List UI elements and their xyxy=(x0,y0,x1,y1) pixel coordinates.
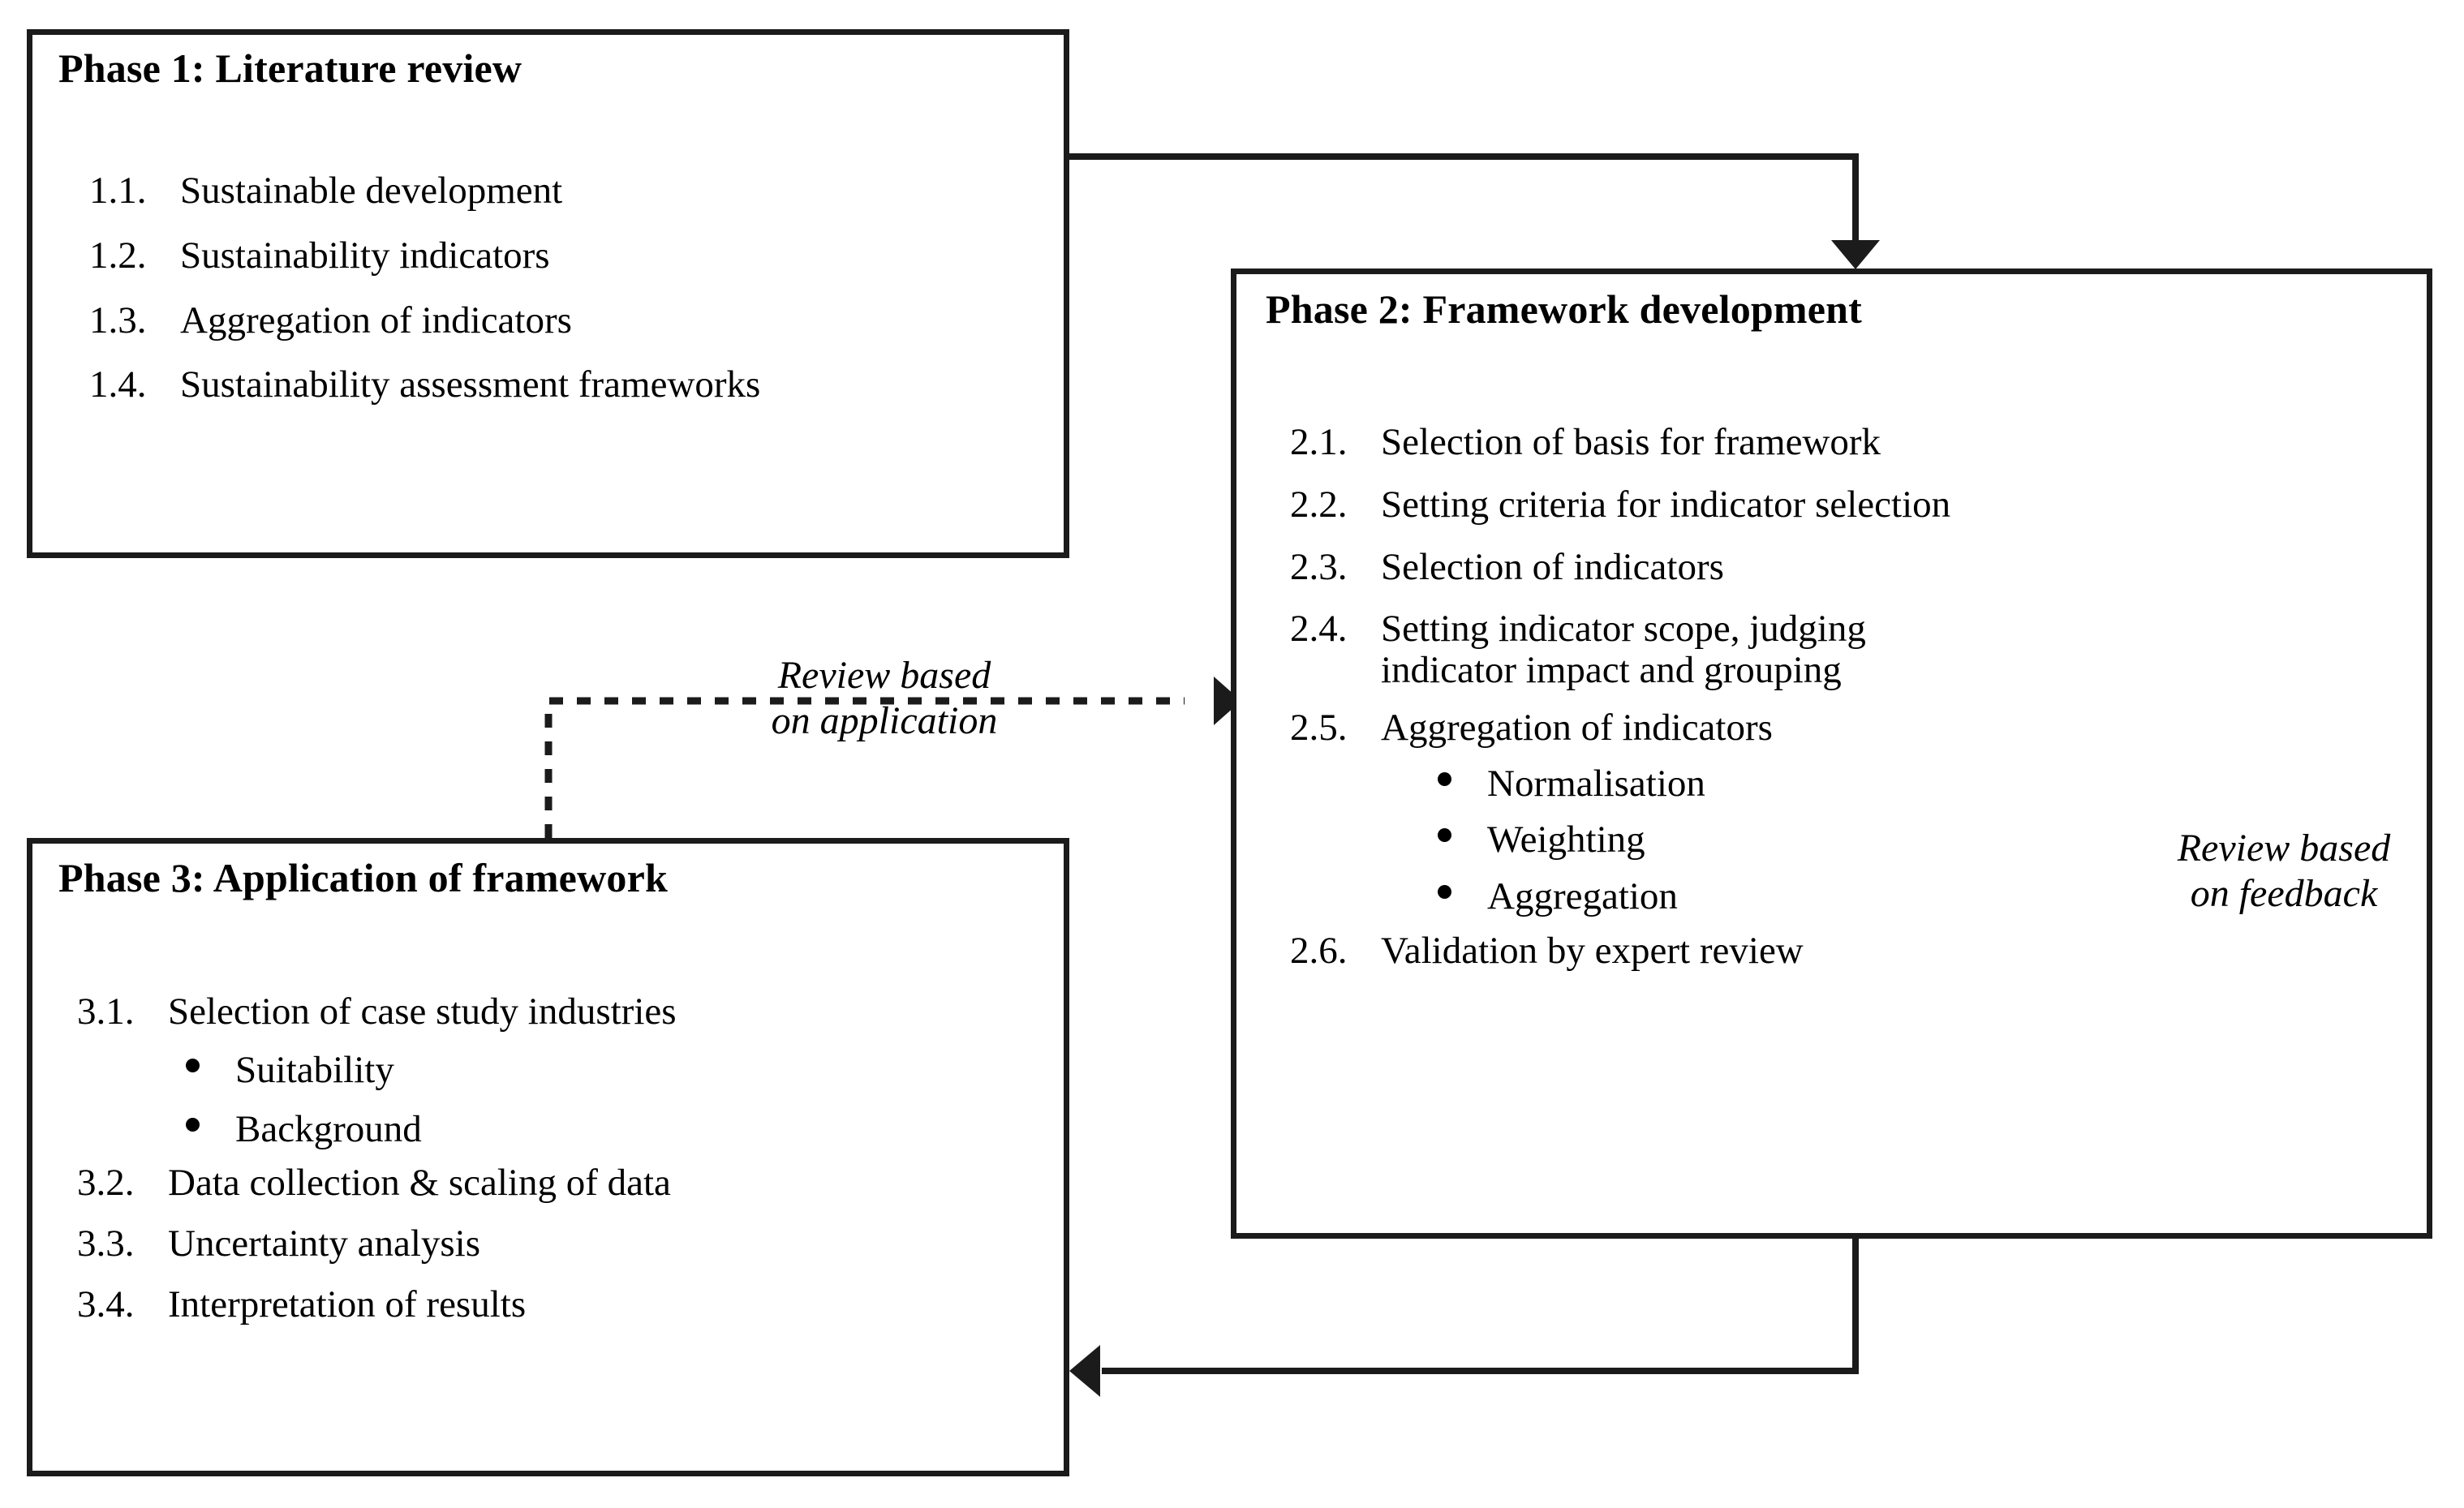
sub-list-item: Weighting xyxy=(1438,819,2418,861)
phase-2-title: Phase 2: Framework development xyxy=(1266,286,1863,332)
list-item: 2.2. Setting criteria for indicator sele… xyxy=(1290,483,2418,526)
list-item: 2.3. Selection of indicators xyxy=(1290,545,2418,588)
sub-item-text: Background xyxy=(235,1107,422,1150)
item-text: Validation by expert review xyxy=(1381,929,1804,972)
sub-list-item: Background xyxy=(186,1107,1051,1150)
list-item: 1.3. Aggregation of indicators xyxy=(89,299,1047,342)
item-number: 1.2. xyxy=(89,234,147,277)
sub-list-item: Aggregation xyxy=(1438,876,2418,917)
bullet-icon xyxy=(186,1058,200,1072)
list-item: 3.3. Uncertainty analysis xyxy=(77,1223,1051,1265)
item-text: Uncertainty analysis xyxy=(168,1222,481,1265)
item-number: 2.3. xyxy=(1290,545,1348,588)
list-item: 2.6. Validation by expert review xyxy=(1290,930,2418,972)
item-number: 3.1. xyxy=(77,990,135,1033)
phase-3-box xyxy=(27,838,1069,1476)
item-text: Aggregation of indicators xyxy=(180,299,572,342)
list-item: 1.4. Sustainability assessment framework… xyxy=(89,364,1047,406)
item-number: 1.1. xyxy=(89,170,147,212)
item-text: Sustainability indicators xyxy=(180,234,550,277)
item-text: Sustainability assessment frameworks xyxy=(180,363,761,406)
list-item: 2.4. Setting indicator scope, judging in… xyxy=(1290,608,2418,691)
item-number: 2.1. xyxy=(1290,421,1348,463)
phase-1-title: Phase 1: Literature review xyxy=(58,45,522,91)
list-item: 3.4. Interpretation of results xyxy=(77,1282,1051,1325)
phase-3-item-list: 3.1. Selection of case study industries … xyxy=(77,991,1051,1325)
edge-label-review-based-on-feedback: Review based on feedback xyxy=(2177,827,2391,915)
phase-1-item-list: 1.1. Sustainable development 1.2. Sustai… xyxy=(89,170,1047,406)
item-number: 3.4. xyxy=(77,1282,135,1325)
bullet-icon xyxy=(1438,828,1451,843)
list-item: 3.1. Selection of case study industries … xyxy=(77,991,1051,1149)
item-number: 3.3. xyxy=(77,1222,135,1265)
item-text: Setting indicator scope, judging indicat… xyxy=(1381,608,1866,691)
item-number: 1.3. xyxy=(89,299,147,342)
item-text: Data collection & scaling of data xyxy=(168,1162,671,1205)
phase-3-title: Phase 3: Application of framework xyxy=(58,855,668,900)
sub-item-text: Suitability xyxy=(235,1048,394,1091)
list-item: 2.1. Selection of basis for framework xyxy=(1290,422,2418,463)
item-text: Selection of indicators xyxy=(1381,545,1724,588)
list-item: 2.5. Aggregation of indicators Normalisa… xyxy=(1290,707,2418,917)
edge-phase1-to-phase2 xyxy=(1069,153,1880,269)
phase-1-box xyxy=(27,29,1069,558)
phase-2-item-list: 2.1. Selection of basis for framework 2.… xyxy=(1290,422,2418,972)
item-number: 2.6. xyxy=(1290,929,1348,972)
sub-item-text: Weighting xyxy=(1487,818,1645,861)
list-item: 1.1. Sustainable development xyxy=(89,170,1047,212)
sub-item-text: Normalisation xyxy=(1487,762,1705,805)
bullet-icon xyxy=(186,1117,200,1132)
list-item: 1.2. Sustainability indicators xyxy=(89,234,1047,277)
sub-list-item: Normalisation xyxy=(1438,763,2418,805)
item-text: Aggregation of indicators xyxy=(1381,706,1773,749)
item-number: 3.2. xyxy=(77,1162,135,1205)
sub-item-list: Normalisation Weighting Aggregation xyxy=(1438,763,2418,917)
item-number: 2.2. xyxy=(1290,483,1348,526)
item-text: Interpretation of results xyxy=(168,1282,527,1325)
sub-list-item: Suitability xyxy=(186,1048,1051,1091)
bullet-icon xyxy=(1438,771,1451,786)
item-number: 2.5. xyxy=(1290,706,1348,749)
item-text: Setting criteria for indicator selection xyxy=(1381,483,1951,526)
sub-item-text: Aggregation xyxy=(1487,875,1678,917)
edge-label-review-based-on-application: Review based on application xyxy=(771,654,998,742)
item-text: Selection of case study industries xyxy=(168,990,677,1033)
item-text: Sustainable development xyxy=(180,170,563,212)
item-number: 2.4. xyxy=(1290,608,1348,651)
edge-phase2-to-phase3 xyxy=(1069,1239,1859,1397)
sub-item-list: Suitability Background xyxy=(186,1048,1051,1150)
item-number: 1.4. xyxy=(89,363,147,406)
phase-2-box xyxy=(1231,269,2432,1239)
bullet-icon xyxy=(1438,885,1451,899)
item-text: Selection of basis for framework xyxy=(1381,421,1881,463)
list-item: 3.2. Data collection & scaling of data xyxy=(77,1162,1051,1204)
